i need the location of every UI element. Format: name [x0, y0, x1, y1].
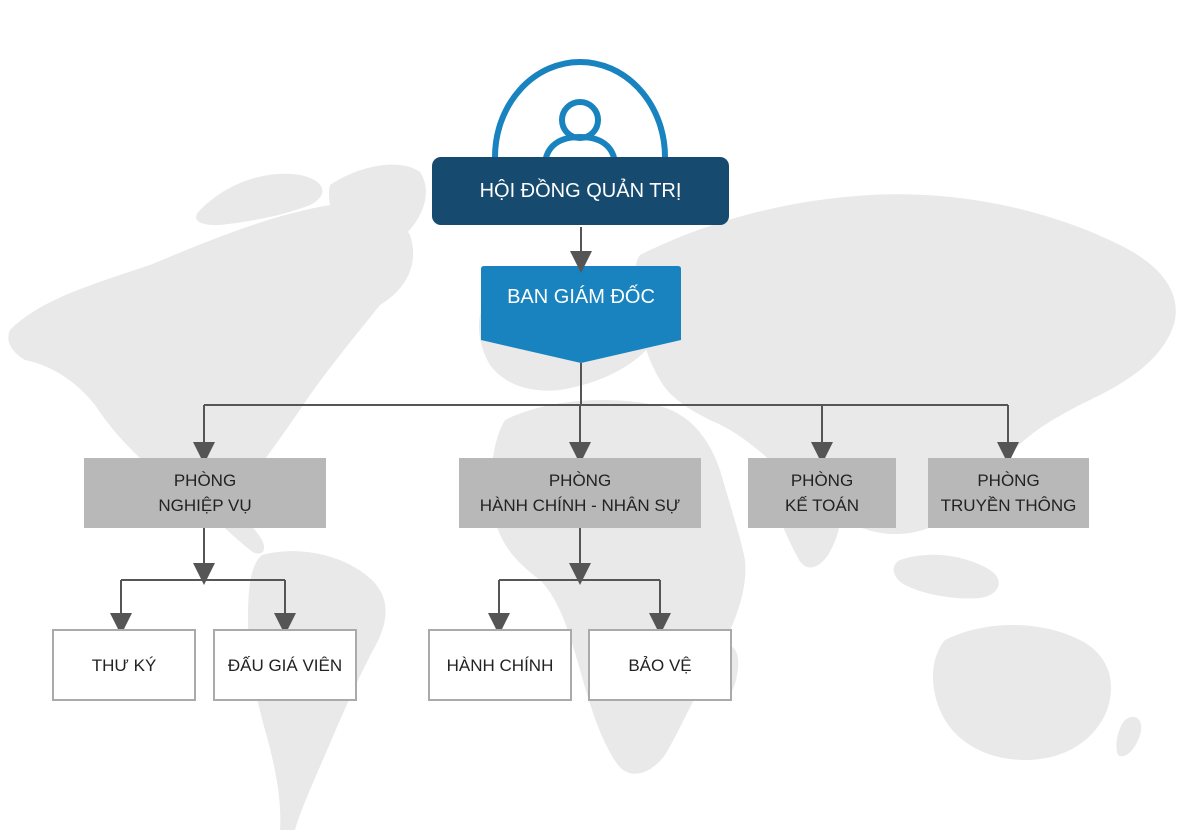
dept-line1: PHÒNG [790, 471, 854, 490]
board-node: HỘI ĐỒNG QUẢN TRỊ [432, 157, 729, 225]
dept-node-nghiep-vu: PHÒNG NGHIỆP VỤ [84, 458, 326, 528]
board-label: HỘI ĐỒNG QUẢN TRỊ [479, 179, 682, 202]
dept-node-truyen-thong: PHÒNG TRUYỀN THÔNG [928, 458, 1089, 528]
board-arc [492, 59, 668, 158]
sub-label: HÀNH CHÍNH [446, 655, 554, 675]
dept-line2: TRUYỀN THÔNG [940, 496, 1077, 515]
map-north-america [8, 203, 414, 499]
map-asia [635, 194, 1176, 535]
sub-node-bao-ve: BẢO VỆ [588, 629, 732, 701]
dept-line2: KẾ TOÁN [784, 496, 859, 515]
director-label: BAN GIÁM ĐỐC [507, 286, 655, 308]
map-greenland [328, 164, 426, 251]
map-australia [932, 625, 1112, 760]
map-canada-islands [196, 173, 323, 226]
dept-line1: PHÒNG [173, 471, 237, 490]
sub-node-thu-ky: THƯ KÝ [52, 629, 196, 701]
map-southeast-asia [893, 554, 999, 599]
director-shape [481, 266, 681, 363]
dept-line1: PHÒNG [548, 471, 612, 490]
dept-line1: PHÒNG [977, 471, 1040, 490]
map-new-zealand [1116, 716, 1142, 757]
dept-line2: HÀNH CHÍNH - NHÂN SỰ [479, 496, 681, 515]
user-icon [542, 99, 618, 163]
sub-label: THƯ KÝ [91, 655, 157, 675]
sub-label: BẢO VỆ [628, 655, 692, 675]
sub-node-hanh-chinh: HÀNH CHÍNH [428, 629, 572, 701]
sub-node-dau-gia-vien: ĐẤU GIÁ VIÊN [213, 629, 357, 701]
map-japan [1041, 329, 1071, 390]
dept-line2: NGHIỆP VỤ [158, 496, 252, 515]
dept-node-hanh-chinh-nhan-su: PHÒNG HÀNH CHÍNH - NHÂN SỰ [459, 458, 701, 528]
sub-label: ĐẤU GIÁ VIÊN [227, 655, 343, 675]
dept-node-ke-toan: PHÒNG KẾ TOÁN [748, 458, 896, 528]
